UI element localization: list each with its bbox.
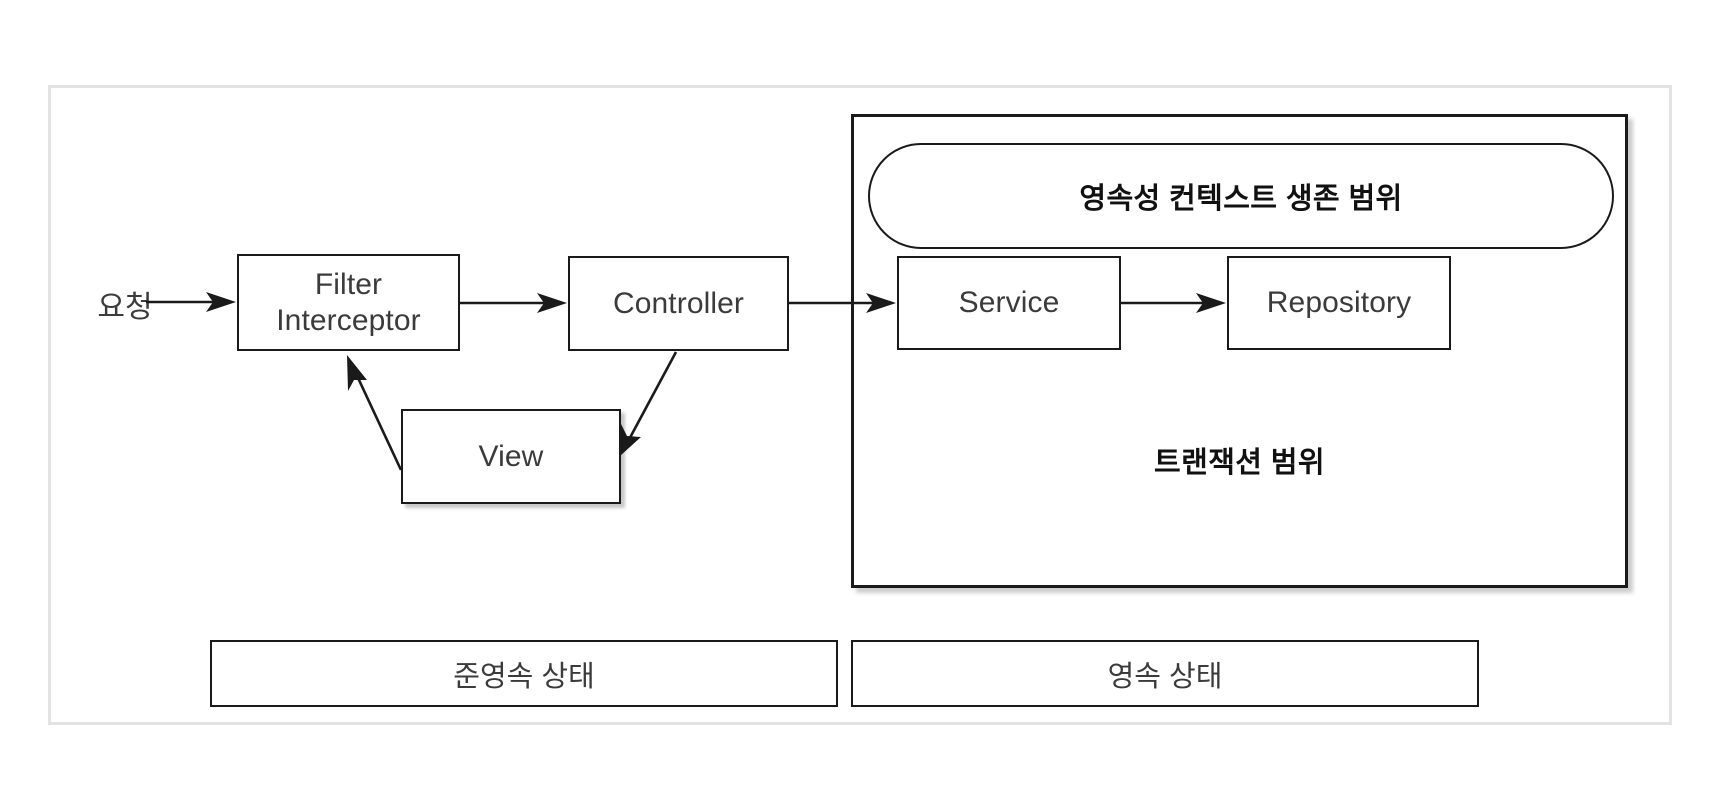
transaction-scope-container: 영속성 컨텍스트 생존 범위 트랜잭션 범위 bbox=[851, 114, 1628, 588]
node-filter-interceptor[interactable]: Filter Interceptor bbox=[237, 254, 460, 351]
request-label: 요청 bbox=[97, 291, 153, 324]
transaction-scope-label: 트랜잭션 범위 bbox=[1154, 447, 1325, 479]
node-view[interactable]: View bbox=[401, 409, 621, 504]
node-repository[interactable]: Repository bbox=[1227, 256, 1451, 350]
state-box-persisted: 영속 상태 bbox=[851, 640, 1479, 707]
node-service[interactable]: Service bbox=[897, 256, 1121, 350]
node-controller[interactable]: Controller bbox=[568, 256, 789, 351]
state-box-detached: 준영속 상태 bbox=[210, 640, 838, 707]
persistence-context-scope-shape: 영속성 컨텍스트 생존 범위 bbox=[868, 143, 1614, 249]
